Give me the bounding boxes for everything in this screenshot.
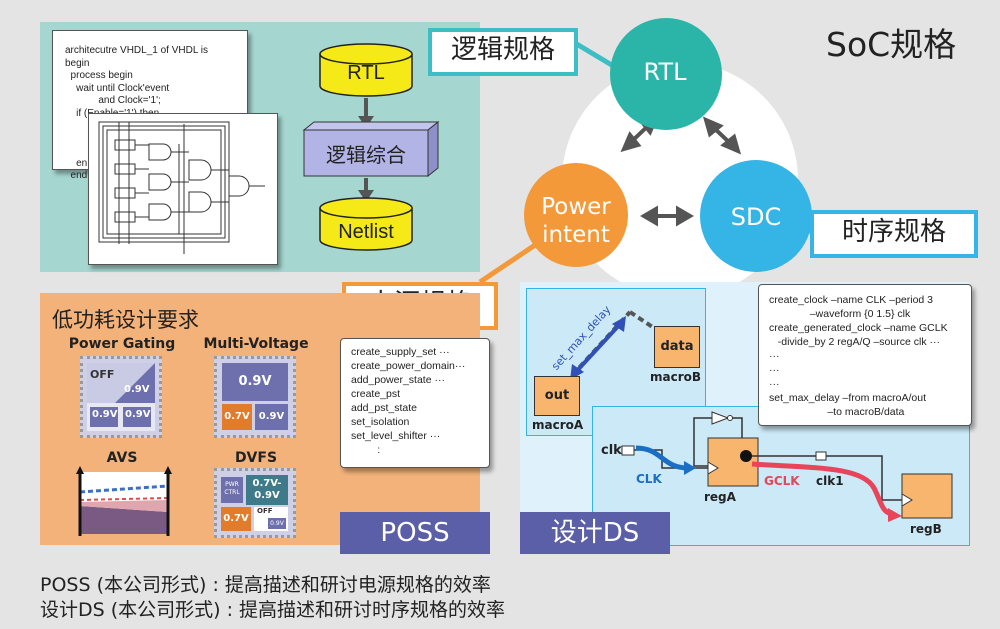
dvfs-ctrl-block: PWR CTRL [221, 477, 243, 503]
dvfs-range-block: 0.7V- 0.9V [246, 475, 288, 505]
pg-off-label: OFF [90, 368, 115, 381]
logic-spec-label: 逻辑规格 [428, 28, 578, 76]
avs-chart-icon [76, 466, 172, 536]
design-ds-label: 设计DS [520, 512, 670, 554]
pg-v2-label: 0.9V [92, 409, 118, 420]
clk-port-label: clk [601, 443, 622, 458]
rtl-cylinder [319, 43, 413, 97]
power-circle-line1: Power [541, 194, 611, 220]
footer-line-1: POSS (本公司形式) : 提高描述和研讨电源规格的效率 [40, 574, 491, 596]
dvfs-small-label: 0.9V [268, 518, 286, 529]
clk-signal-label: CLK [636, 472, 662, 486]
avs-title: AVS [106, 450, 138, 466]
netlist-cylinder [319, 197, 413, 251]
dvfs-right-block: OFF 0.9V [254, 507, 288, 531]
dvfs-title: DVFS [234, 450, 278, 466]
synthesis-box [302, 120, 440, 178]
multi-voltage-title: Multi-Voltage [203, 336, 309, 352]
macroA-label: macroA [532, 418, 584, 432]
dvfs-left-block: 0.7V [221, 507, 251, 531]
timing-spec-label: 时序规格 [810, 210, 978, 258]
dvfs-off-label: OFF [257, 507, 273, 515]
rtl-circle-label: RTL [643, 58, 687, 86]
upf-code-card: create_supply_set ··· create_power_domai… [340, 338, 490, 468]
macroB-data-block: data [654, 326, 700, 368]
macroB-label: macroB [650, 370, 702, 384]
regB-label: regB [910, 522, 942, 536]
low-power-title: 低功耗设计要求 [52, 308, 199, 332]
power-circle-line2: intent [542, 222, 610, 248]
soc-relationship-diagram [478, 18, 812, 298]
synthesis-label: 逻辑综合 [326, 143, 406, 167]
power-gating-diagonal-icon [87, 363, 155, 431]
pg-v1-label: 0.9V [124, 384, 150, 395]
mv-right-block: 0.9V [255, 404, 288, 430]
gate-schematic-icon [98, 121, 265, 254]
poss-label: POSS [340, 512, 490, 554]
soc-title: SoC规格 [826, 25, 957, 64]
mv-big-block: 0.9V [222, 363, 288, 401]
power-gating-title: Power Gating [68, 336, 176, 352]
footer-line-2: 设计DS (本公司形式) : 提高描述和研讨时序规格的效率 [40, 599, 506, 621]
power-intent-circle-label: Power intent [524, 193, 628, 249]
rtl-cylinder-label: RTL [347, 62, 385, 84]
regA-label: regA [704, 490, 736, 504]
sdc-code-card: create_clock –name CLK –period 3 –wavefo… [758, 284, 972, 426]
clk1-label: clk1 [816, 474, 844, 488]
mv-left-block: 0.7V [222, 404, 252, 430]
macroA-out-block: out [534, 376, 580, 416]
pg-v3-label: 0.9V [125, 409, 151, 420]
gclk-signal-label: GCLK [764, 474, 800, 488]
register-timing-diagram [621, 411, 953, 522]
sdc-circle-label: SDC [730, 203, 782, 231]
schematic-card [88, 113, 278, 265]
netlist-cylinder-label: Netlist [338, 221, 394, 243]
